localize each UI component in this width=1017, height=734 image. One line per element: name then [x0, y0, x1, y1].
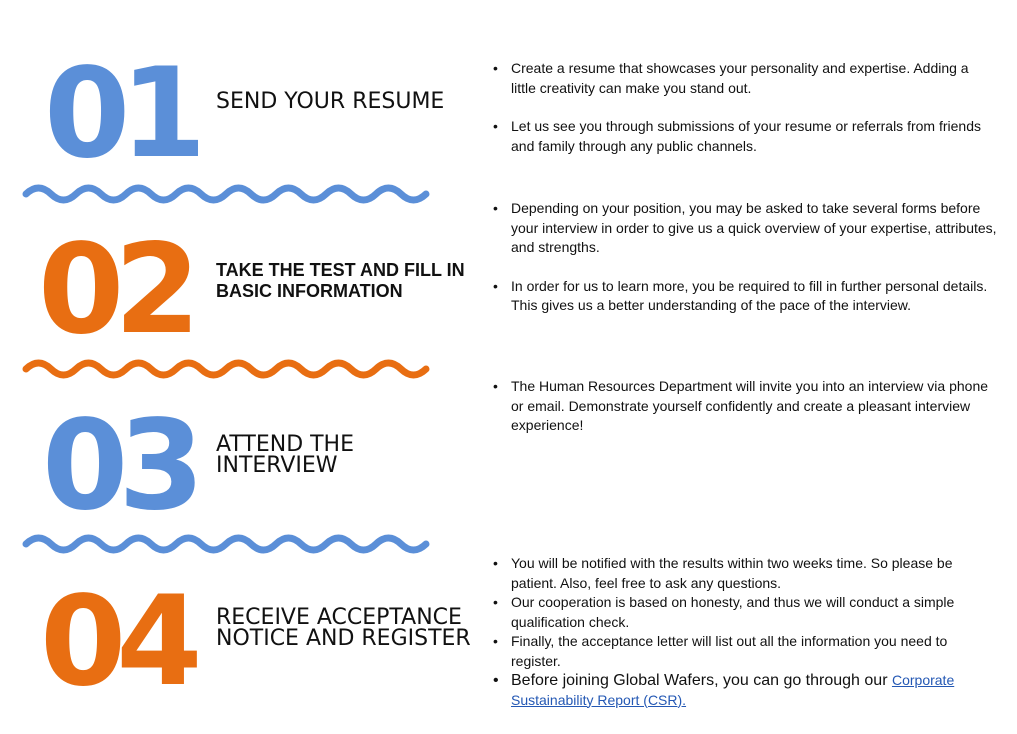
step-04-bullets: You will be notified with the results wi…: [493, 554, 993, 710]
list-item: In order for us to learn more, you be re…: [493, 277, 1003, 316]
list-item: Our cooperation is based on honesty, and…: [493, 593, 993, 632]
list-item: Depending on your position, you may be a…: [493, 199, 1003, 258]
list-item: Let us see you through submissions of yo…: [493, 117, 993, 156]
wave-divider-orange: [22, 359, 430, 379]
list-item: Create a resume that showcases your pers…: [493, 59, 993, 98]
step-number-02: 02: [38, 218, 201, 362]
wave-divider-blue: [22, 184, 430, 204]
list-item: Finally, the acceptance letter will list…: [493, 632, 993, 671]
step-number-01: 01: [44, 42, 207, 186]
step-01-bullets: Create a resume that showcases your pers…: [493, 59, 993, 156]
step-03-bullets: The Human Resources Department will invi…: [493, 377, 993, 436]
list-item: The Human Resources Department will invi…: [493, 377, 993, 436]
step-title-receive-acceptance: RECEIVE ACCEPTANCE NOTICE AND REGISTER: [216, 605, 471, 651]
step-title-take-test: TAKE THE TEST AND FILL IN BASIC INFORMAT…: [216, 260, 465, 301]
csr-intro-text: Before joining Global Wafers, you can go…: [511, 672, 892, 689]
step-number-04: 04: [40, 570, 203, 714]
step-number-03: 03: [42, 394, 205, 538]
step-title-attend-interview: ATTEND THE INTERVIEW: [216, 432, 355, 478]
step-02-bullets: Depending on your position, you may be a…: [493, 199, 1003, 316]
step-title-send-resume: SEND YOUR RESUME: [216, 89, 445, 114]
list-item: You will be notified with the results wi…: [493, 554, 993, 593]
list-item-csr: Before joining Global Wafers, you can go…: [493, 671, 993, 710]
csr-report-link[interactable]: Corporate Sustainability Report (CSR).: [511, 672, 955, 708]
wave-divider-blue: [22, 534, 430, 554]
